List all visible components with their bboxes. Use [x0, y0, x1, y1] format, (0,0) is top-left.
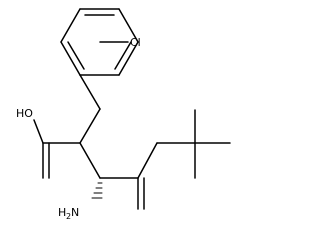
hydroxyl-label: HO [16, 107, 33, 120]
amine-label-h: H [58, 206, 66, 219]
ring-bond-2 [118, 8, 139, 43]
ring-double-bond-c [67, 41, 85, 70]
benzene-ring [60, 8, 139, 76]
ring-double-bond-b [114, 41, 132, 70]
chlorine-label: Cl [130, 36, 141, 49]
ring-bond-6 [60, 8, 81, 43]
amine-label-n: N [71, 206, 79, 219]
ch2-to-ch-bond [79, 108, 101, 144]
amine-label-subscript: 2 [66, 212, 71, 221]
ring-bond-5 [60, 41, 81, 76]
ring-bond-3 [118, 41, 139, 76]
amine-hashed-wedge [91, 182, 103, 199]
ester-to-o-bond [137, 142, 158, 179]
ch-to-calpha-bond [79, 142, 101, 179]
cooh-to-oh-bond [33, 119, 44, 144]
chemical-structure-diagram: Cl HO H 2 N [16, 8, 231, 221]
ring-to-ch2-bond [79, 74, 101, 110]
